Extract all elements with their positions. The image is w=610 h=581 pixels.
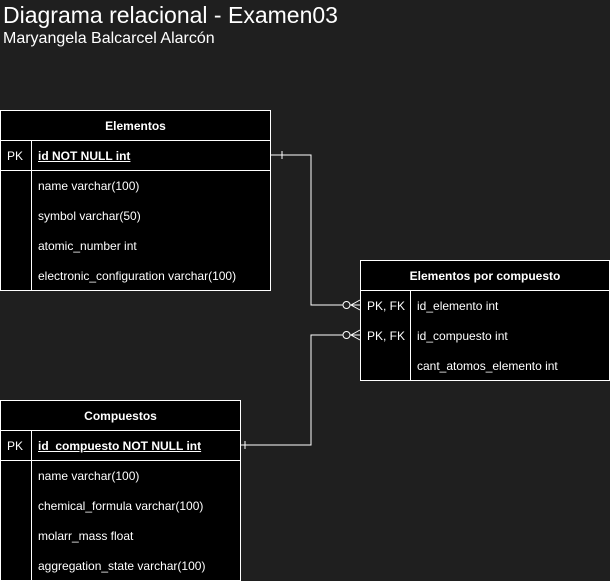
zero-marker-icon [342, 331, 351, 339]
table-row[interactable]: chemical_formula varchar(100) [1, 491, 240, 521]
crowfoot-many-icon [349, 329, 361, 341]
key-label-pk: PK [1, 141, 32, 170]
entity-elementos-por-compuesto-header: Elementos por compuesto [361, 261, 609, 291]
field-id-elemento: id_elemento int [417, 299, 499, 313]
table-row[interactable]: aggregation_state varchar(100) [1, 551, 240, 581]
field-id-compuesto: id_compuesto int [417, 329, 508, 343]
field-id-compuesto: id_compuesto NOT NULL int [38, 439, 202, 453]
diagram-subtitle: Maryangela Balcarcel Alarcón [3, 30, 215, 47]
field-symbol: symbol varchar(50) [38, 209, 141, 223]
table-row[interactable]: name varchar(100) [1, 461, 240, 491]
key-label-pk-fk: PK, FK [361, 291, 411, 321]
field-electronic-configuration: electronic_configuration varchar(100) [38, 269, 237, 283]
field-atomic-number: atomic_number int [38, 239, 137, 253]
field-molarr-mass: molarr_mass float [38, 529, 134, 543]
diagram-title: Diagrama relacional - Examen03 [3, 2, 338, 28]
crowfoot-many-icon [349, 299, 361, 311]
table-row[interactable]: PK id NOT NULL int [1, 141, 270, 171]
field-aggregation-state: aggregation_state varchar(100) [38, 559, 206, 573]
entity-compuestos-header: Compuestos [1, 401, 240, 431]
field-chemical-formula: chemical_formula varchar(100) [38, 499, 204, 513]
table-row[interactable]: electronic_configuration varchar(100) [1, 261, 270, 291]
table-row[interactable]: PK, FK id_elemento int [361, 291, 609, 321]
field-name: name varchar(100) [38, 179, 140, 193]
field-name: name varchar(100) [38, 469, 140, 483]
entity-elementos-header: Elementos [1, 111, 270, 141]
relationship-elementos-to-elementos-por-compuesto [271, 151, 361, 311]
relationship-compuestos-to-elementos-por-compuesto [241, 329, 361, 449]
key-label-pk: PK [1, 431, 32, 460]
table-row[interactable]: name varchar(100) [1, 171, 270, 201]
table-row[interactable]: symbol varchar(50) [1, 201, 270, 231]
table-row[interactable]: cant_atomos_elemento int [361, 351, 609, 381]
key-label-pk-fk: PK, FK [361, 321, 411, 351]
entity-compuestos[interactable]: Compuestos PK id_compuesto NOT NULL int … [0, 400, 241, 581]
table-row[interactable]: PK id_compuesto NOT NULL int [1, 431, 240, 461]
field-id: id NOT NULL int [38, 149, 131, 163]
table-row[interactable]: atomic_number int [1, 231, 270, 261]
table-row[interactable]: PK, FK id_compuesto int [361, 321, 609, 351]
zero-marker-icon [342, 301, 351, 309]
entity-elementos-por-compuesto[interactable]: Elementos por compuesto PK, FK id_elemen… [360, 260, 610, 381]
table-row[interactable]: molarr_mass float [1, 521, 240, 551]
entity-elementos[interactable]: Elementos PK id NOT NULL int name varcha… [0, 110, 271, 291]
field-cant-atomos-elemento: cant_atomos_elemento int [417, 359, 558, 373]
